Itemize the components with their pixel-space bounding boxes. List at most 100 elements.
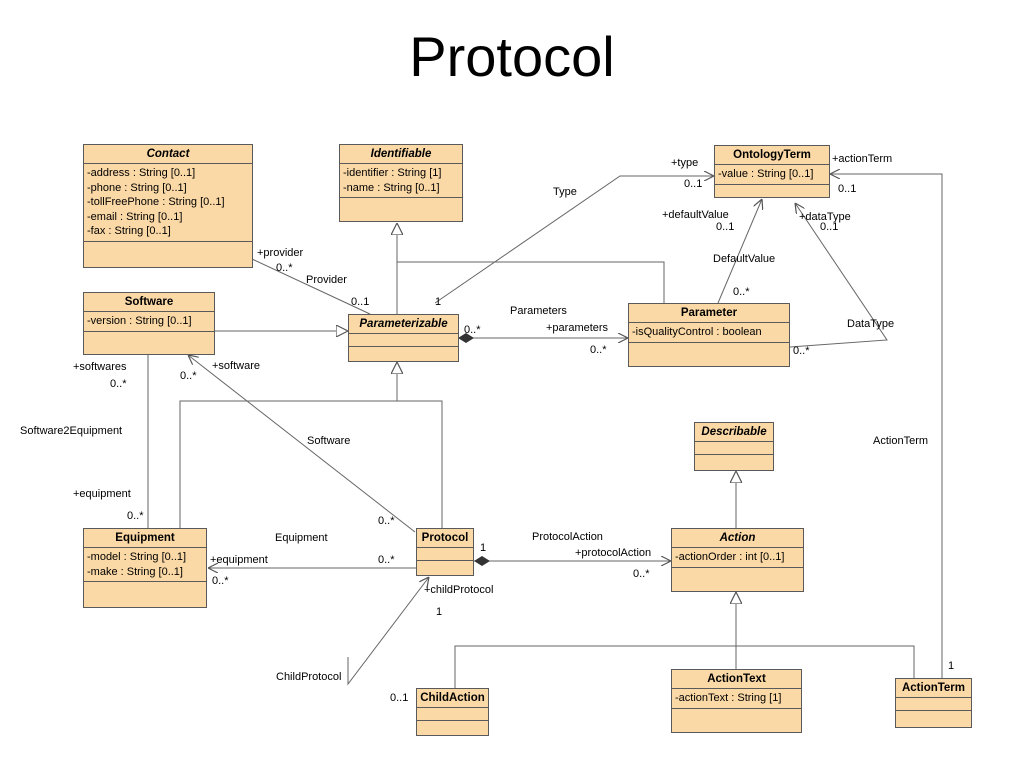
- assoc-software: [188, 355, 416, 533]
- role-label: +defaultValue: [662, 209, 729, 221]
- class-childaction[interactable]: ChildAction: [416, 688, 489, 736]
- attributes: -identifier : String [1] -name : String …: [340, 164, 462, 198]
- role-label: +childProtocol: [424, 584, 494, 596]
- attribute: -actionOrder : int [0..1]: [675, 551, 785, 563]
- class-name: ChildAction: [417, 689, 488, 708]
- multiplicity-label: 0..1: [716, 221, 735, 233]
- attributes: -address : String [0..1] -phone : String…: [84, 164, 252, 242]
- attribute: -value : String [0..1]: [718, 168, 814, 180]
- role-label: +equipment: [73, 488, 131, 500]
- role-label: +protocolAction: [575, 547, 652, 559]
- multiplicity-label: 0..*: [212, 575, 229, 587]
- multiplicity-label: 0..*: [633, 568, 650, 580]
- class-name: ActionTerm: [896, 679, 971, 698]
- assoc-label: DataType: [847, 318, 895, 330]
- operations: [715, 185, 829, 198]
- multiplicity-label: 0..*: [378, 515, 395, 527]
- class-name: Parameter: [629, 304, 789, 323]
- multiplicity-label: 1: [436, 606, 443, 618]
- attribute: -address : String [0..1]: [87, 167, 196, 179]
- class-parameter[interactable]: Parameter -isQualityControl : boolean: [628, 303, 790, 367]
- attribute: -phone : String [0..1]: [87, 181, 187, 194]
- attribute: -actionText : String [1]: [675, 692, 782, 704]
- role-label: +parameters: [546, 322, 609, 334]
- operations: [695, 455, 773, 470]
- operations: [672, 568, 803, 592]
- attributes: -value : String [0..1]: [715, 165, 829, 185]
- class-name: ActionText: [672, 670, 801, 689]
- multiplicity-label: 0..*: [378, 554, 395, 566]
- class-parameterizable[interactable]: Parameterizable: [348, 314, 459, 362]
- class-equipment[interactable]: Equipment -model : String [0..1] -make :…: [83, 528, 207, 608]
- slide-title: Protocol: [409, 25, 615, 88]
- operations: [84, 242, 252, 268]
- class-contact[interactable]: Contact -address : String [0..1] -phone …: [83, 144, 253, 268]
- multiplicity-label: 0..*: [180, 370, 197, 382]
- class-name: Action: [672, 529, 803, 548]
- attributes: [417, 548, 473, 561]
- attributes: -actionOrder : int [0..1]: [672, 548, 803, 568]
- attribute: -version : String [0..1]: [87, 315, 192, 327]
- class-name: Contact: [84, 145, 252, 164]
- multiplicity-label: 1: [480, 542, 487, 554]
- class-protocol[interactable]: Protocol: [416, 528, 474, 576]
- attribute: -identifier : String [1]: [343, 167, 442, 179]
- operations: [629, 343, 789, 367]
- multiplicity-label: 0..1: [820, 221, 839, 233]
- operations: [349, 347, 458, 361]
- class-name: Equipment: [84, 529, 206, 548]
- class-describable[interactable]: Describable: [694, 422, 774, 471]
- attributes: [349, 334, 458, 347]
- attribute: -name : String [0..1]: [343, 181, 440, 194]
- attributes: -version : String [0..1]: [84, 312, 214, 332]
- operations: [417, 721, 488, 735]
- gen-children-branch: [454, 645, 915, 688]
- multiplicity-label: 0..*: [110, 378, 127, 390]
- assoc-actionterm: [830, 174, 943, 678]
- assoc-label: Software: [307, 435, 351, 447]
- assoc-label: ChildProtocol: [276, 671, 342, 683]
- role-label: +type: [671, 157, 699, 169]
- multiplicity-label: 0..*: [127, 510, 144, 522]
- assoc-label: ProtocolAction: [532, 531, 603, 543]
- attribute: -isQualityControl : boolean: [632, 326, 762, 338]
- multiplicity-label: 0..*: [733, 286, 750, 298]
- class-identifiable[interactable]: Identifiable -identifier : String [1] -n…: [339, 144, 463, 222]
- attribute: -email : String [0..1]: [87, 210, 183, 223]
- attributes: [896, 698, 971, 711]
- multiplicity-label: 1: [948, 660, 955, 672]
- assoc-defaultvalue: [717, 199, 762, 304]
- class-ontologyterm[interactable]: OntologyTerm -value : String [0..1]: [714, 145, 830, 198]
- attributes: [417, 708, 488, 721]
- assoc-label: Parameters: [510, 305, 567, 317]
- gen-parameter-branch: [397, 261, 665, 303]
- attributes: -model : String [0..1] -make : String [0…: [84, 548, 206, 582]
- role-label: +actionTerm: [832, 153, 893, 165]
- multiplicity-label: 0..1: [351, 296, 370, 308]
- attribute: -fax : String [0..1]: [87, 225, 171, 237]
- class-name: Software: [84, 293, 214, 312]
- role-label: +equipment: [210, 554, 268, 566]
- operations: [84, 582, 206, 607]
- role-label: +softwares: [73, 361, 127, 373]
- gen-protocol-parameterizable: [397, 362, 443, 528]
- assoc-childprotocol: [347, 577, 429, 686]
- assoc-label: Equipment: [275, 532, 328, 544]
- attribute: -tollFreePhone : String [0..1]: [87, 196, 225, 208]
- operations: [896, 711, 971, 727]
- class-name: Describable: [695, 423, 773, 442]
- assoc-provider: [252, 259, 371, 315]
- class-actiontext[interactable]: ActionText -actionText : String [1]: [671, 669, 802, 733]
- class-action[interactable]: Action -actionOrder : int [0..1]: [671, 528, 804, 592]
- multiplicity-label: 0..1: [684, 178, 703, 190]
- role-label: +dataType: [799, 211, 851, 223]
- attributes: -actionText : String [1]: [672, 689, 801, 709]
- class-name: Parameterizable: [349, 315, 458, 334]
- class-software[interactable]: Software -version : String [0..1]: [83, 292, 215, 355]
- class-name: OntologyTerm: [715, 146, 829, 165]
- class-actionterm[interactable]: ActionTerm: [895, 678, 972, 728]
- assoc-label: Provider: [306, 274, 347, 286]
- role-label: +software: [212, 360, 260, 372]
- operations: [340, 198, 462, 221]
